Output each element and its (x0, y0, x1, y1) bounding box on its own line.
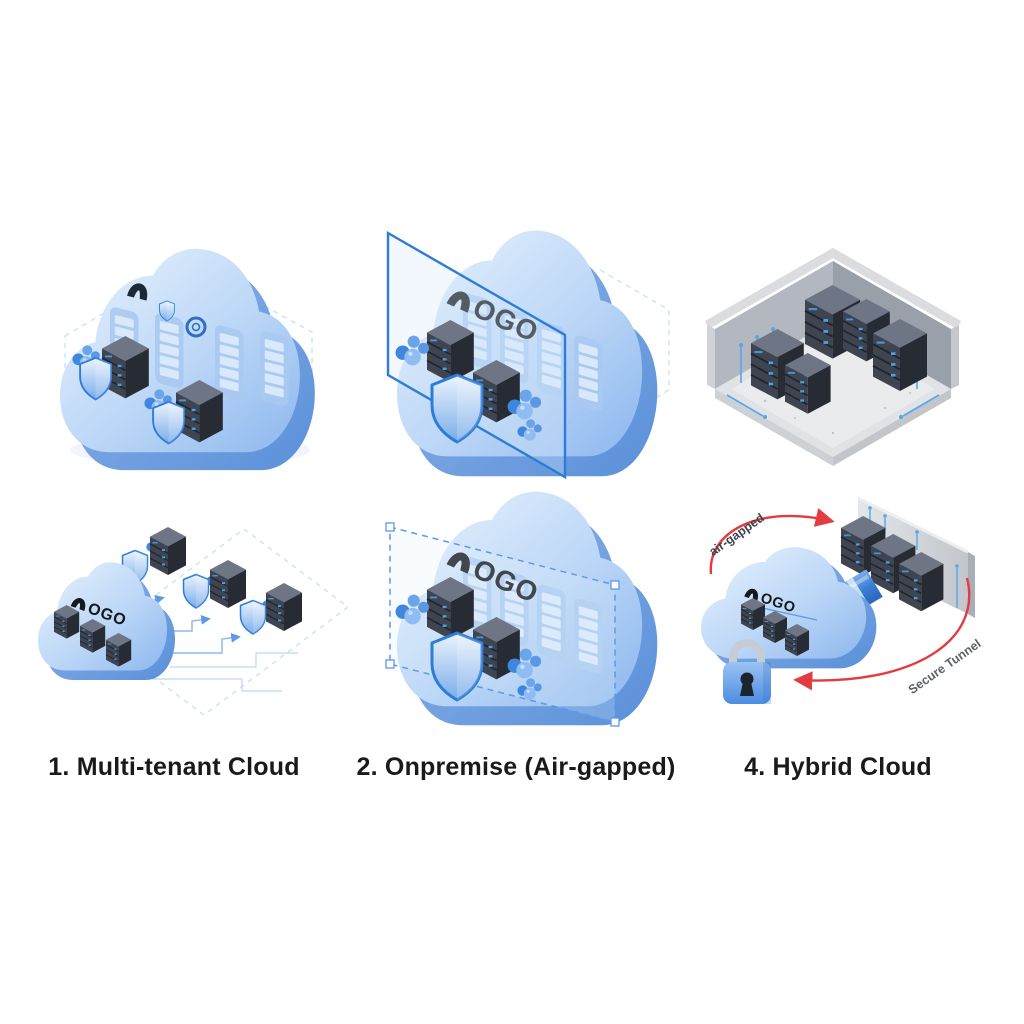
server-rack-icon (740, 597, 766, 631)
tenant-group (182, 559, 247, 609)
cloud-server-slot (215, 324, 244, 402)
server-rack-icon (872, 318, 928, 392)
server-rack-icon (784, 623, 810, 657)
room-rim-front-right (833, 389, 951, 466)
room-wall-left (715, 261, 833, 389)
cloud-server-slot (574, 334, 603, 413)
server-rack-icon (53, 604, 80, 640)
ring-badge-icon (185, 316, 207, 338)
caption-multi-tenant-cloud: 1. Multi-tenant Cloud (48, 753, 300, 781)
server-rack-icon (762, 610, 788, 644)
room-rim-left (707, 325, 715, 389)
illustration-multi-tenant-flow: OGO (38, 526, 349, 716)
cloud-server-slot (155, 312, 184, 390)
caption-onpremise-airgapped: 2. Onpremise (Air-gapped) (356, 753, 676, 781)
room-rim-front-left (715, 389, 833, 466)
floor-speckles (763, 392, 911, 435)
server-rack-icon (149, 526, 187, 576)
server-rack-icon (426, 576, 475, 641)
illustration-onpremise-pane: OGO (386, 231, 670, 480)
cloud-server-slot (260, 330, 289, 408)
server-rack-icon (426, 319, 475, 384)
server-rack-icon (898, 551, 945, 612)
illustration-onpremise-airgapped: OGO (385, 492, 657, 727)
server-rack-icon (209, 559, 247, 609)
shield-icon (182, 573, 210, 609)
server-rack-icon (784, 352, 832, 415)
air-gap-arrow (709, 508, 835, 575)
tenant-group (239, 582, 303, 635)
padlock-icon (723, 639, 771, 704)
illustration-server-room (704, 247, 962, 466)
caption-hybrid-cloud: 4. Hybrid Cloud (744, 753, 932, 781)
circuit-traces (152, 652, 298, 692)
dashed-platform-outline (99, 528, 349, 716)
room-rim (704, 247, 962, 329)
room-rim-right (951, 325, 959, 389)
secure-tunnel-arrow (793, 577, 971, 691)
server-rack-icon (105, 632, 132, 668)
server-rack-icon (79, 618, 106, 654)
illustration-multi-tenant-overview (60, 249, 315, 470)
server-rack-icon (265, 582, 303, 632)
air-gapped-label: air-gapped (707, 511, 767, 559)
illustration-hybrid-cloud: air-gapped (701, 496, 984, 704)
shield-icon (239, 599, 267, 635)
